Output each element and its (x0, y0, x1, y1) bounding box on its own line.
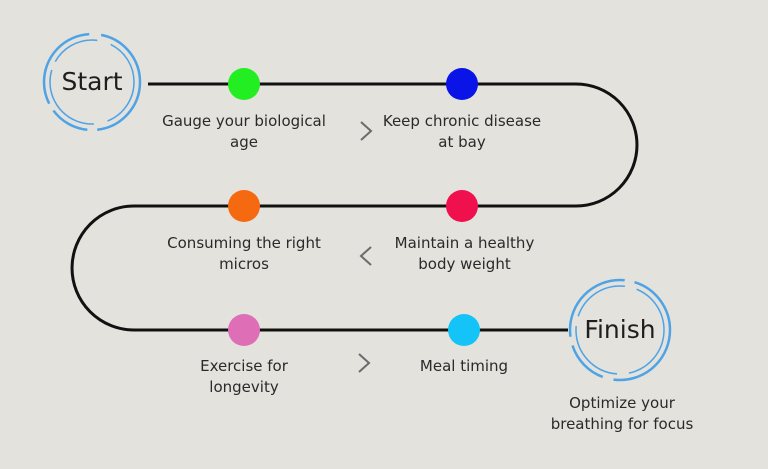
chevron-right-icon (358, 353, 371, 373)
start-label: Start (61, 67, 123, 96)
step-dot-4 (228, 190, 260, 222)
step-label-4: Consuming the right micros (167, 234, 321, 273)
finish-ring (568, 278, 672, 382)
step-dot-6 (448, 314, 480, 346)
step-label-5: Exercise for longevity (200, 357, 288, 396)
step-label-7: Optimize your breathing for focus (550, 394, 694, 433)
step-label-2: Keep chronic disease at bay (382, 112, 542, 151)
step-label-6: Meal timing (419, 357, 509, 375)
finish-label: Finish (584, 315, 656, 344)
roadmap-path (70, 82, 639, 332)
step-dot-3 (446, 190, 478, 222)
step-dot-5 (228, 314, 260, 346)
start-ring (42, 32, 142, 132)
step-dot-1 (228, 68, 260, 100)
step-label-3: Maintain a healthy body weight (394, 234, 535, 273)
chevron-right-icon (360, 121, 373, 141)
step-dot-2 (446, 68, 478, 100)
step-label-1: Gauge your biological age (162, 112, 326, 151)
chevron-left-icon (359, 246, 372, 266)
